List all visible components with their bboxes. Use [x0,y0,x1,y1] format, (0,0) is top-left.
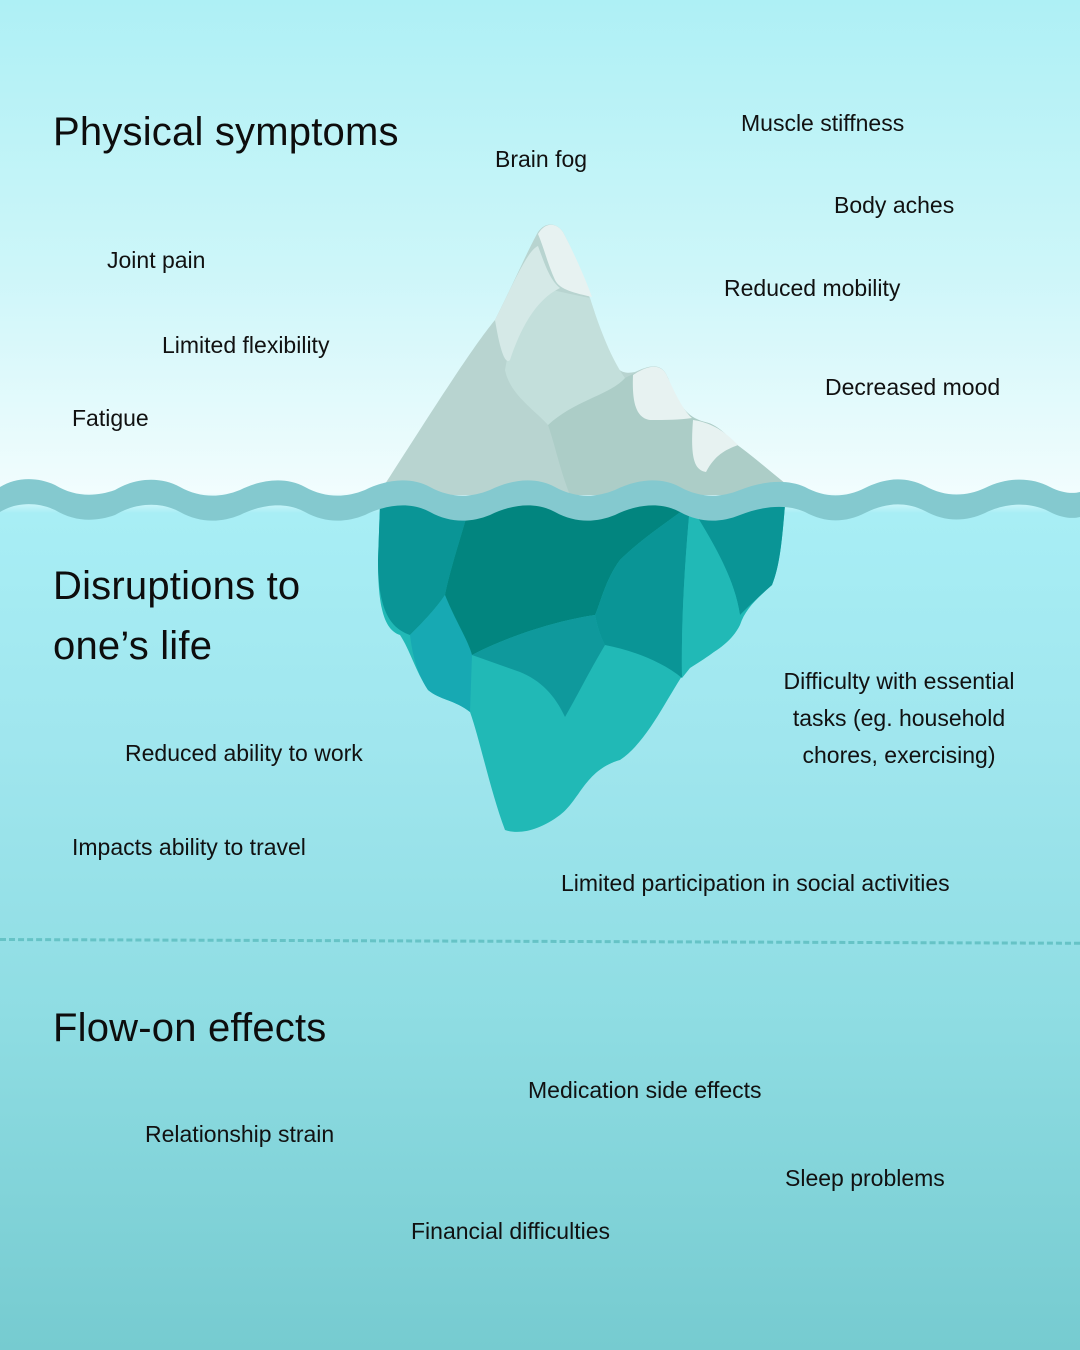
heading-flow-on-effects: Flow-on effects [53,1006,327,1050]
essential-tasks-line1: Difficulty with essential [783,668,1015,694]
essential-tasks-line2: tasks (eg. household [792,705,1006,731]
item-joint-pain: Joint pain [107,247,206,273]
iceberg-tip [378,224,800,495]
item-essential-tasks: Difficulty with essential tasks (eg. hou… [760,663,1038,774]
waterline-waves [0,479,1080,521]
item-impacts-ability-to-travel: Impacts ability to travel [72,834,306,860]
essential-tasks-line3: chores, exercising) [802,742,996,768]
item-medication-side-effects: Medication side effects [528,1077,762,1103]
iceberg-underwater [378,505,785,832]
item-limited-social-participation: Limited participation in social activiti… [561,870,950,896]
item-relationship-strain: Relationship strain [145,1121,335,1147]
heading-disruptions-line1: Disruptions to [53,564,301,608]
item-decreased-mood: Decreased mood [825,374,1001,400]
heading-disruptions-line2: one’s life [53,624,213,668]
item-reduced-mobility: Reduced mobility [724,275,901,301]
item-sleep-problems: Sleep problems [785,1165,945,1191]
item-body-aches: Body aches [834,192,955,218]
item-muscle-stiffness: Muscle stiffness [741,110,905,136]
item-limited-flexibility: Limited flexibility [162,332,330,358]
item-financial-difficulties: Financial difficulties [411,1218,611,1244]
item-brain-fog: Brain fog [495,146,588,172]
item-reduced-ability-to-work: Reduced ability to work [125,740,363,766]
item-fatigue: Fatigue [72,405,149,431]
heading-physical-symptoms: Physical symptoms [53,110,399,154]
